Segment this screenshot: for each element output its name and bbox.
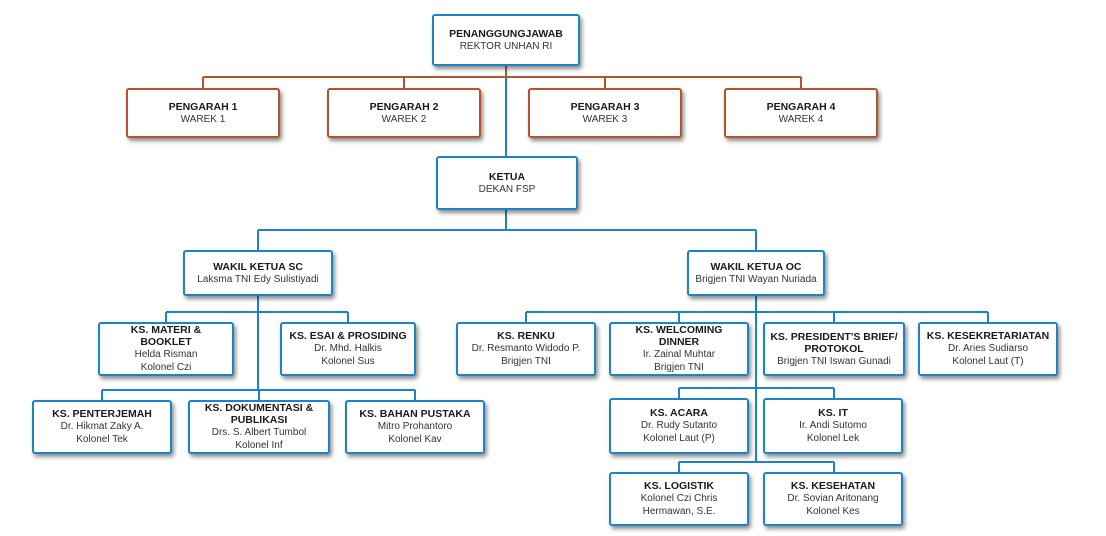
node-title: WAKIL KETUA OC: [710, 260, 802, 273]
node-detail: Kolonel Sus: [321, 356, 375, 367]
node-title: KS. KESEHATAN: [790, 480, 876, 492]
node-detail: Brigjen TNI: [654, 362, 704, 373]
node-detail: Mitro Prohantoro: [377, 421, 453, 432]
node-title: KS. RENKU: [497, 330, 555, 342]
node-detail: Dr. Aries Sudiarso: [947, 343, 1029, 354]
node-detail: Laksma TNI Edy Sulistiyadi: [197, 273, 319, 285]
node-detail: WAREK 1: [180, 113, 226, 125]
node-detail: WAREK 2: [381, 113, 427, 125]
node-detail: WAREK 3: [582, 113, 628, 125]
node-title: KS. LOGISTIK: [643, 480, 714, 492]
node-detail: Kolonel Kes: [806, 506, 860, 517]
node-title: PENGARAH 2: [369, 100, 439, 113]
node-title: WAKIL KETUA SC: [213, 260, 303, 273]
node-detail: Kolonel Kav: [388, 434, 442, 445]
node-detail: Kolonel Laut (P): [643, 433, 715, 444]
node-detail: WAREK 4: [778, 113, 824, 125]
node-title: KS. ESAI & PROSIDING: [289, 330, 407, 342]
node-title: KS. PENTERJEMAH: [52, 408, 152, 420]
node-detail: Dr. Mhd. Halkis: [314, 343, 382, 354]
node-detail: Ir. Zainal Muhtar: [642, 349, 716, 360]
node-detail: Brigjen TNI Wayan Nuriada: [695, 273, 817, 285]
node-detail: Brigjen TNI Iswan Gunadi: [777, 355, 891, 367]
node-title: PENGARAH 3: [570, 100, 640, 113]
node-detail: REKTOR UNHAN RI: [459, 40, 553, 52]
node-detail: Helda Risman: [134, 349, 198, 360]
node-detail: Kolonel Tek: [76, 434, 128, 445]
node-title: KS. IT: [818, 407, 848, 419]
node-title: KS. KESEKRETARIATAN: [926, 330, 1050, 342]
node-title: KETUA: [488, 170, 526, 183]
node-detail: Kolonel Czi: [140, 362, 192, 373]
node-title: PENGARAH 4: [766, 100, 836, 113]
node-detail: Ir. Andi Sutomo: [799, 420, 867, 431]
node-detail: Kolonel Inf: [235, 440, 283, 451]
node-title: KS. MATERI & BOOKLET: [130, 324, 202, 348]
node-detail: Dr. Sovian Aritonang: [787, 493, 879, 504]
node-detail: Kolonel Laut (T): [952, 356, 1024, 367]
node-title: KS. ACARA: [650, 407, 708, 419]
node-title: KS. PRESIDENT'S BRIEF/ PROTOKOL: [770, 330, 898, 355]
node-detail: Dr. Resmanto Widodo P.: [471, 343, 581, 354]
node-detail: Brigjen TNI: [501, 356, 551, 367]
node-title: KS. WELCOMING DINNER: [635, 324, 723, 348]
node-detail: Dr. Hikmat Zaky A.: [60, 421, 144, 432]
node-title: KS. BAHAN PUSTAKA: [359, 408, 471, 420]
node-detail: Kolonel Lek: [806, 433, 860, 444]
node-title: PENGARAH 1: [168, 100, 238, 113]
node-title: PENANGGUNGJAWAB: [449, 27, 563, 40]
node-detail: Drs. S. Albert Tumbol: [211, 427, 307, 438]
node-title: KS. DOKUMENTASI & PUBLIKASI: [204, 402, 314, 426]
node-detail: DEKAN FSP: [478, 183, 536, 195]
node-detail: Kolonel Czi Chris: [640, 493, 718, 504]
node-detail: Hermawan, S.E.: [642, 506, 716, 517]
node-detail: Dr. Rudy Sutanto: [640, 420, 718, 431]
